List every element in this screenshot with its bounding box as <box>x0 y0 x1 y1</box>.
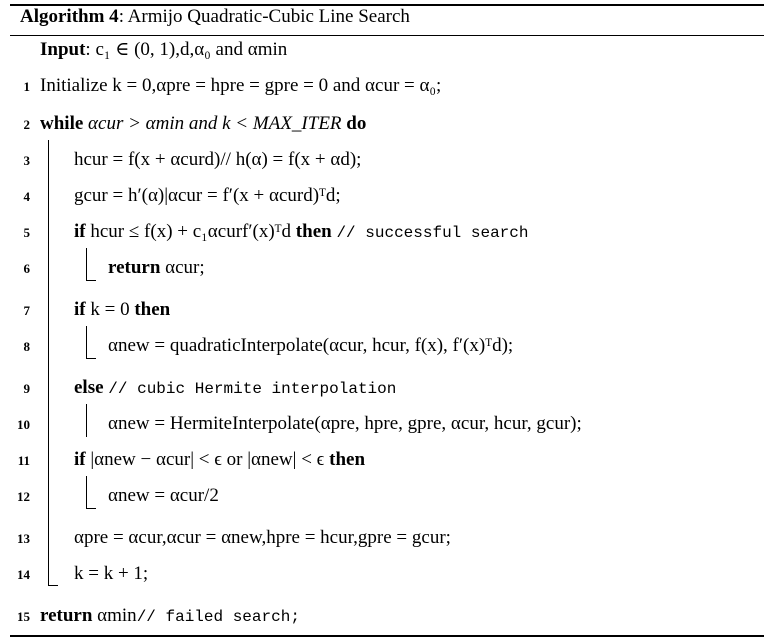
line-number: 13 <box>17 531 30 546</box>
line-comment: // failed search; <box>136 608 300 626</box>
line-text: gcur = h′(α)|αcur = f′(x + αcurd)ᵀd; <box>74 185 341 206</box>
algorithm-line-1: Initialize k = 0,αpre = hpre = gpre = 0 … <box>40 75 441 97</box>
line-text: αmin <box>97 605 137 626</box>
line-number: 15 <box>17 609 30 624</box>
input-text: : c₁ ∈ (0, 1),d,α₀ and αmin <box>85 39 288 60</box>
line-number: 10 <box>17 417 30 432</box>
if-keyword: if <box>74 221 86 242</box>
line-number: 14 <box>17 567 30 582</box>
if-eps-block-bar <box>86 476 87 509</box>
while-block-bar <box>48 140 49 586</box>
input-keyword: Input <box>40 39 86 60</box>
algorithm-line-11: if |αnew − αcur| < ϵ or |αnew| < ϵ then <box>74 449 365 471</box>
return-keyword: return <box>108 257 161 278</box>
then-keyword: then <box>295 221 332 242</box>
line-comment: // cubic Hermite interpolation <box>108 380 397 398</box>
then-keyword: then <box>134 299 171 320</box>
while-keyword: while <box>40 113 84 134</box>
line-number: 6 <box>23 261 31 276</box>
bottom-rule <box>10 635 764 637</box>
then-keyword: then <box>329 449 366 470</box>
algorithm-line-13: αpre = αcur,αcur = αnew,hpre = hcur,gpre… <box>74 527 451 549</box>
line-number: 4 <box>23 189 31 204</box>
line-number: 2 <box>23 117 31 132</box>
line-number: 8 <box>23 339 31 354</box>
else-block-bar <box>86 404 87 437</box>
line-text: αnew = quadraticInterpolate(αcur, hcur, … <box>108 335 514 356</box>
algorithm-line-2: while αcur > αmin and k < MAX_ITER do <box>40 113 366 135</box>
line-text: hcur = f(x + αcurd) <box>74 149 221 170</box>
line-comment: // h(α) = f(x + αd); <box>220 149 362 170</box>
return-keyword: return <box>40 605 93 626</box>
algorithm-line-9: else // cubic Hermite interpolation <box>74 377 396 399</box>
line-number: 11 <box>17 453 30 468</box>
if-k-block-bar <box>86 326 87 359</box>
else-keyword: else <box>74 377 104 398</box>
do-keyword: do <box>346 113 367 134</box>
line-text: αnew = HermiteInterpolate(αpre, hpre, gp… <box>108 413 582 434</box>
line-text: k = k + 1; <box>74 563 149 584</box>
line-number: 1 <box>23 79 31 94</box>
line-number: 12 <box>17 489 30 504</box>
algorithm-line-15: return αmin// failed search; <box>40 605 300 627</box>
line-text: αcur; <box>165 257 205 278</box>
algorithm-line-4: gcur = h′(α)|αcur = f′(x + αcurd)ᵀd; <box>74 185 341 207</box>
line-text: |αnew − αcur| < ϵ or |αnew| < ϵ <box>90 449 325 470</box>
if-eps-block-end <box>86 508 96 509</box>
caption-label: Algorithm 4 <box>20 6 119 27</box>
caption-rule <box>10 35 764 36</box>
if-keyword: if <box>74 449 86 470</box>
if-keyword: if <box>74 299 86 320</box>
if-block-bar <box>86 248 87 281</box>
algorithm-line-7: if k = 0 then <box>74 299 170 321</box>
algorithm-line-8: αnew = quadraticInterpolate(αcur, hcur, … <box>108 335 513 357</box>
line-number: 3 <box>23 153 31 168</box>
line-text: k = 0 <box>90 299 130 320</box>
if-k-block-end <box>86 358 96 359</box>
algorithm-line-6: return αcur; <box>108 257 205 279</box>
input-line: Input: c₁ ∈ (0, 1),d,α₀ and αmin <box>40 38 287 61</box>
while-block-end <box>48 585 58 586</box>
line-number: 5 <box>23 225 31 240</box>
algorithm-line-3: hcur = f(x + αcurd)// h(α) = f(x + αd); <box>74 149 361 171</box>
algorithm-line-5: if hcur ≤ f(x) + c₁αcurf′(x)ᵀd then // s… <box>74 221 528 243</box>
line-text: hcur ≤ f(x) + c₁αcurf′(x)ᵀd <box>90 221 292 242</box>
line-text: αnew = αcur/2 <box>108 485 219 506</box>
caption-title: : Armijo Quadratic-Cubic Line Search <box>118 6 410 27</box>
line-number: 7 <box>23 303 31 318</box>
algorithm-line-14: k = k + 1; <box>74 563 148 585</box>
line-text: αcur > αmin and k < MAX_ITER <box>88 113 342 134</box>
top-rule <box>10 4 764 6</box>
line-text: Initialize k = 0,αpre = hpre = gpre = 0 … <box>40 75 442 96</box>
line-number: 9 <box>23 381 31 396</box>
algorithm-line-10: αnew = HermiteInterpolate(αpre, hpre, gp… <box>108 413 582 435</box>
algorithm-caption: Algorithm 4: Armijo Quadratic-Cubic Line… <box>20 6 410 28</box>
line-comment: // successful search <box>336 224 529 242</box>
if-block-end <box>86 280 96 281</box>
line-text: αpre = αcur,αcur = αnew,hpre = hcur,gpre… <box>74 527 451 548</box>
algorithm-line-12: αnew = αcur/2 <box>108 485 219 507</box>
